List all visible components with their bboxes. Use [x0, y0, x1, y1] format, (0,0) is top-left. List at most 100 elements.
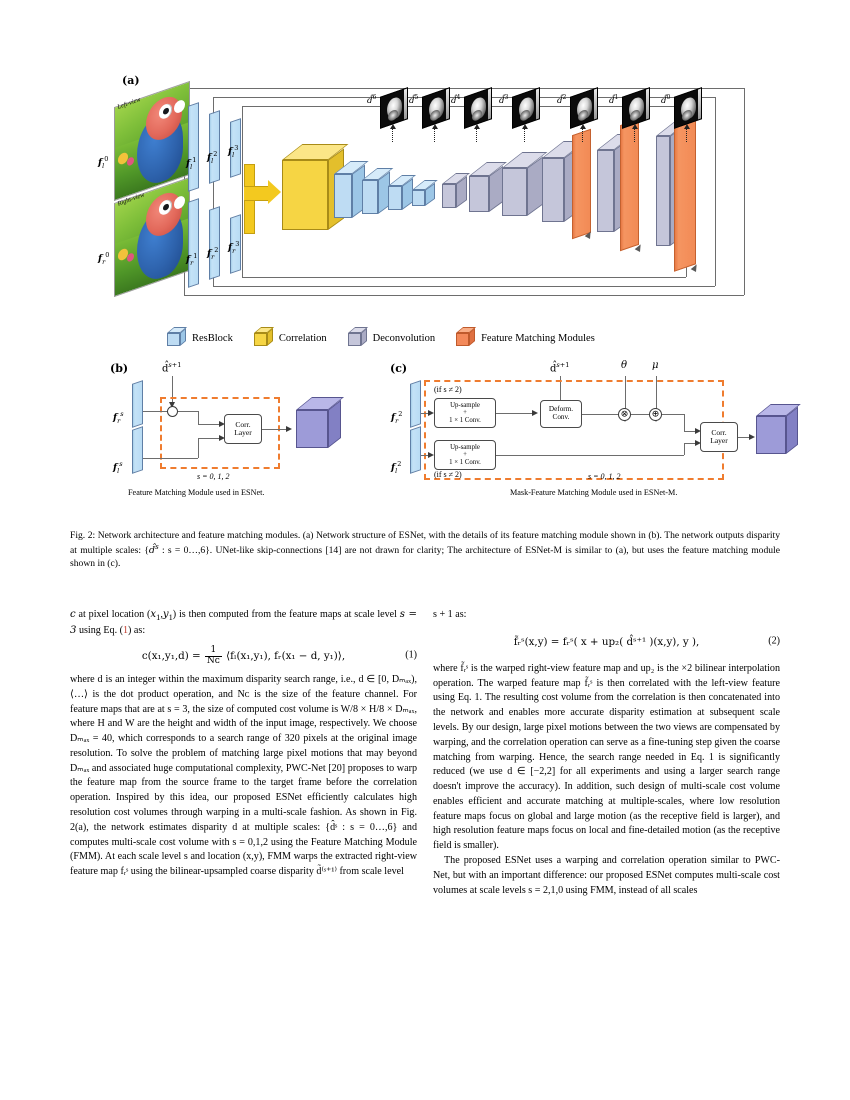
- figure-caption-text-1: Network architecture and feature matchin…: [70, 530, 780, 556]
- left-para-1-text-f: ) as:: [128, 625, 146, 637]
- panel-c-label-fl: fl2: [391, 460, 402, 476]
- panel-c-output-arrowhead: [749, 433, 755, 440]
- disparity-output-d2: [570, 87, 598, 129]
- equation-2: f̃ᵣˢ(x,y) = fᵣˢ( x + up₂( d̂ˢ⁺¹ )(x,y), …: [433, 635, 780, 650]
- panel-a-label: (a): [122, 74, 140, 87]
- legend-label-correlation: Correlation: [278, 332, 327, 344]
- figure-caption-math: d̂: [148, 544, 156, 556]
- panel-c-add-symbol: ⊕: [651, 409, 660, 419]
- equation-2-text: f̃ᵣˢ(x,y) = fᵣˢ( x + up₂( d̂ˢ⁺¹ )(x,y), …: [513, 635, 700, 648]
- resblock-plate-fl1: [188, 102, 199, 192]
- panel-c-mask-feature-matching-module: (c) d̂s+1 θ μ fr2 fl2 (if s ≠ 2) Up-samp…: [390, 358, 801, 508]
- panel-c-feature-plate-fl: [410, 426, 421, 474]
- equation-1-fraction: 1 Nᴄ: [204, 645, 222, 666]
- skip-connection-wire: [184, 295, 744, 296]
- cube-icon: [454, 327, 477, 349]
- panel-c-disparity-wire: [560, 376, 561, 416]
- legend-label-deconvolution: Deconvolution: [372, 332, 436, 344]
- feature-label-fr3: fr3: [228, 240, 240, 256]
- feature-label-fl3: fl3: [228, 144, 239, 160]
- deconvolution-box-3: [502, 152, 548, 216]
- panel-c-multiply-operator: ⊗: [618, 408, 631, 421]
- panel-b-cost-volume: [296, 397, 345, 448]
- panel-c-wire-deform-out: [582, 414, 618, 415]
- left-para-1-text-e: using Eq. (: [76, 625, 123, 637]
- panel-b-corr-arrowhead-top: [219, 420, 225, 427]
- panel-c-wire-fr-in: [421, 413, 431, 414]
- disparity-arrow-d1: [631, 124, 638, 142]
- panel-a-network-structure: (a) Left-view fl0: [70, 58, 780, 348]
- skip-connection-wire: [213, 97, 214, 286]
- resblock-box-3: [388, 175, 417, 210]
- figure-caption: Fig. 2: Network architecture and feature…: [70, 529, 780, 571]
- panel-c-wire-to-corr-bottom: [684, 443, 698, 444]
- equation-1-rhs: ⟨fₗ(x₁,y₁), fᵣ(x₁ − d, y₁)⟩,: [226, 650, 346, 663]
- panel-b-label-fr: frs: [113, 410, 124, 426]
- disparity-label-d0: d̂0: [661, 94, 671, 106]
- panel-c-label-fr: fr2: [391, 410, 403, 426]
- skip-connection-wire: [744, 88, 745, 295]
- panel-b-corr-line2: Layer: [234, 428, 252, 437]
- feature-matching-plate-2: [620, 118, 639, 252]
- panel-c-multiply-symbol: ⊗: [620, 409, 629, 419]
- disparity-arrow-d2: [579, 124, 586, 142]
- panel-c-upsample-bottom-line1: Up-sample: [450, 444, 480, 451]
- resblock-box-4: [412, 180, 438, 206]
- deconvolution-box-4: [542, 141, 586, 222]
- panel-b-warp-operator: [167, 406, 178, 417]
- figure-caption-text-2: : s = 0…,6}. UNet-like skip-connections …: [70, 544, 780, 570]
- disparity-label-d5: d̂5: [409, 94, 419, 106]
- disparity-output-d5: [422, 87, 450, 129]
- panel-c-caption: Mask-Feature Matching Module used in ESN…: [510, 488, 678, 497]
- correlation-feed-arrowhead: [268, 180, 281, 204]
- panel-c-deform-line1: Deform.: [548, 405, 574, 414]
- panel-c-disparity-input-label: d̂s+1: [550, 361, 570, 375]
- panel-c-corr-layer: Corr. Layer: [700, 422, 738, 452]
- legend-label-resblock: ResBlock: [192, 332, 233, 344]
- panel-c-label: (c): [390, 362, 408, 375]
- panel-b-disparity-wire: [172, 376, 173, 406]
- right-para-2: where f̃ᵣˢ is the warped right-view feat…: [433, 662, 780, 852]
- panel-c-corr-line2: Layer: [710, 436, 728, 445]
- panel-c-feature-plate-fr: [410, 380, 421, 428]
- fmm-input-arrowhead: [634, 243, 644, 252]
- panel-c-wire-to-deform: [496, 413, 535, 414]
- equation-1-lhs: c(x₁,y₁,d) =: [141, 650, 201, 663]
- panel-b-scale-note: s = 0, 1, 2: [197, 472, 230, 481]
- deconvolution-box-5: [597, 134, 635, 232]
- panel-c-wire-add-down: [684, 414, 685, 431]
- panel-b-wire-fr: [143, 411, 167, 412]
- disparity-label-d2: d̂2: [557, 94, 567, 106]
- panel-b-disparity-input-label: d̂s+1: [162, 361, 182, 375]
- deconvolution-box-2: [469, 162, 507, 212]
- panel-c-mu-wire: [656, 376, 657, 420]
- eq-ref-1[interactable]: 1: [122, 625, 129, 637]
- panel-c-theta-wire: [625, 376, 626, 420]
- feature-label-fr1: fr1: [186, 252, 198, 268]
- panel-b-output-arrowhead: [286, 425, 292, 432]
- resblock-plate-fl2: [209, 110, 220, 184]
- equation-1-number: (1): [405, 649, 417, 661]
- panel-c-scale-note: s = 0, 1, 2: [588, 472, 621, 481]
- panel-c-upsample-top: Up-sample + 1 × 1 Conv.: [434, 398, 496, 428]
- panel-b-wire-to-corr-bottom: [198, 438, 222, 439]
- panel-c-add-operator: ⊕: [649, 408, 662, 421]
- right-para-1: s + 1 as:: [433, 609, 467, 620]
- panel-c-wire-add-out: [662, 414, 684, 415]
- skip-connection-wire: [184, 88, 744, 89]
- panel-b-corr-line1: Corr.: [235, 419, 251, 429]
- disparity-label-d4: d̂4: [451, 94, 461, 106]
- legend-item-deconvolution: Deconvolution: [346, 327, 435, 349]
- disparity-arrow-d0: [683, 124, 690, 142]
- figure-2: (a) Left-view fl0: [70, 58, 801, 518]
- disparity-label-d6: d̂6: [367, 94, 377, 106]
- resblock-plate-fr1: [188, 198, 199, 288]
- skip-connection-wire: [213, 286, 715, 287]
- resblock-box-2: [362, 168, 394, 214]
- disparity-arrow-d3: [521, 124, 528, 142]
- figure-legend: ResBlock Correlation: [165, 325, 685, 351]
- legend-item-resblock: ResBlock: [165, 327, 233, 349]
- disparity-output-d3: [512, 87, 540, 129]
- panel-c-cost-volume: [756, 404, 801, 454]
- panel-c-arrowhead-upsample-top: [428, 409, 434, 416]
